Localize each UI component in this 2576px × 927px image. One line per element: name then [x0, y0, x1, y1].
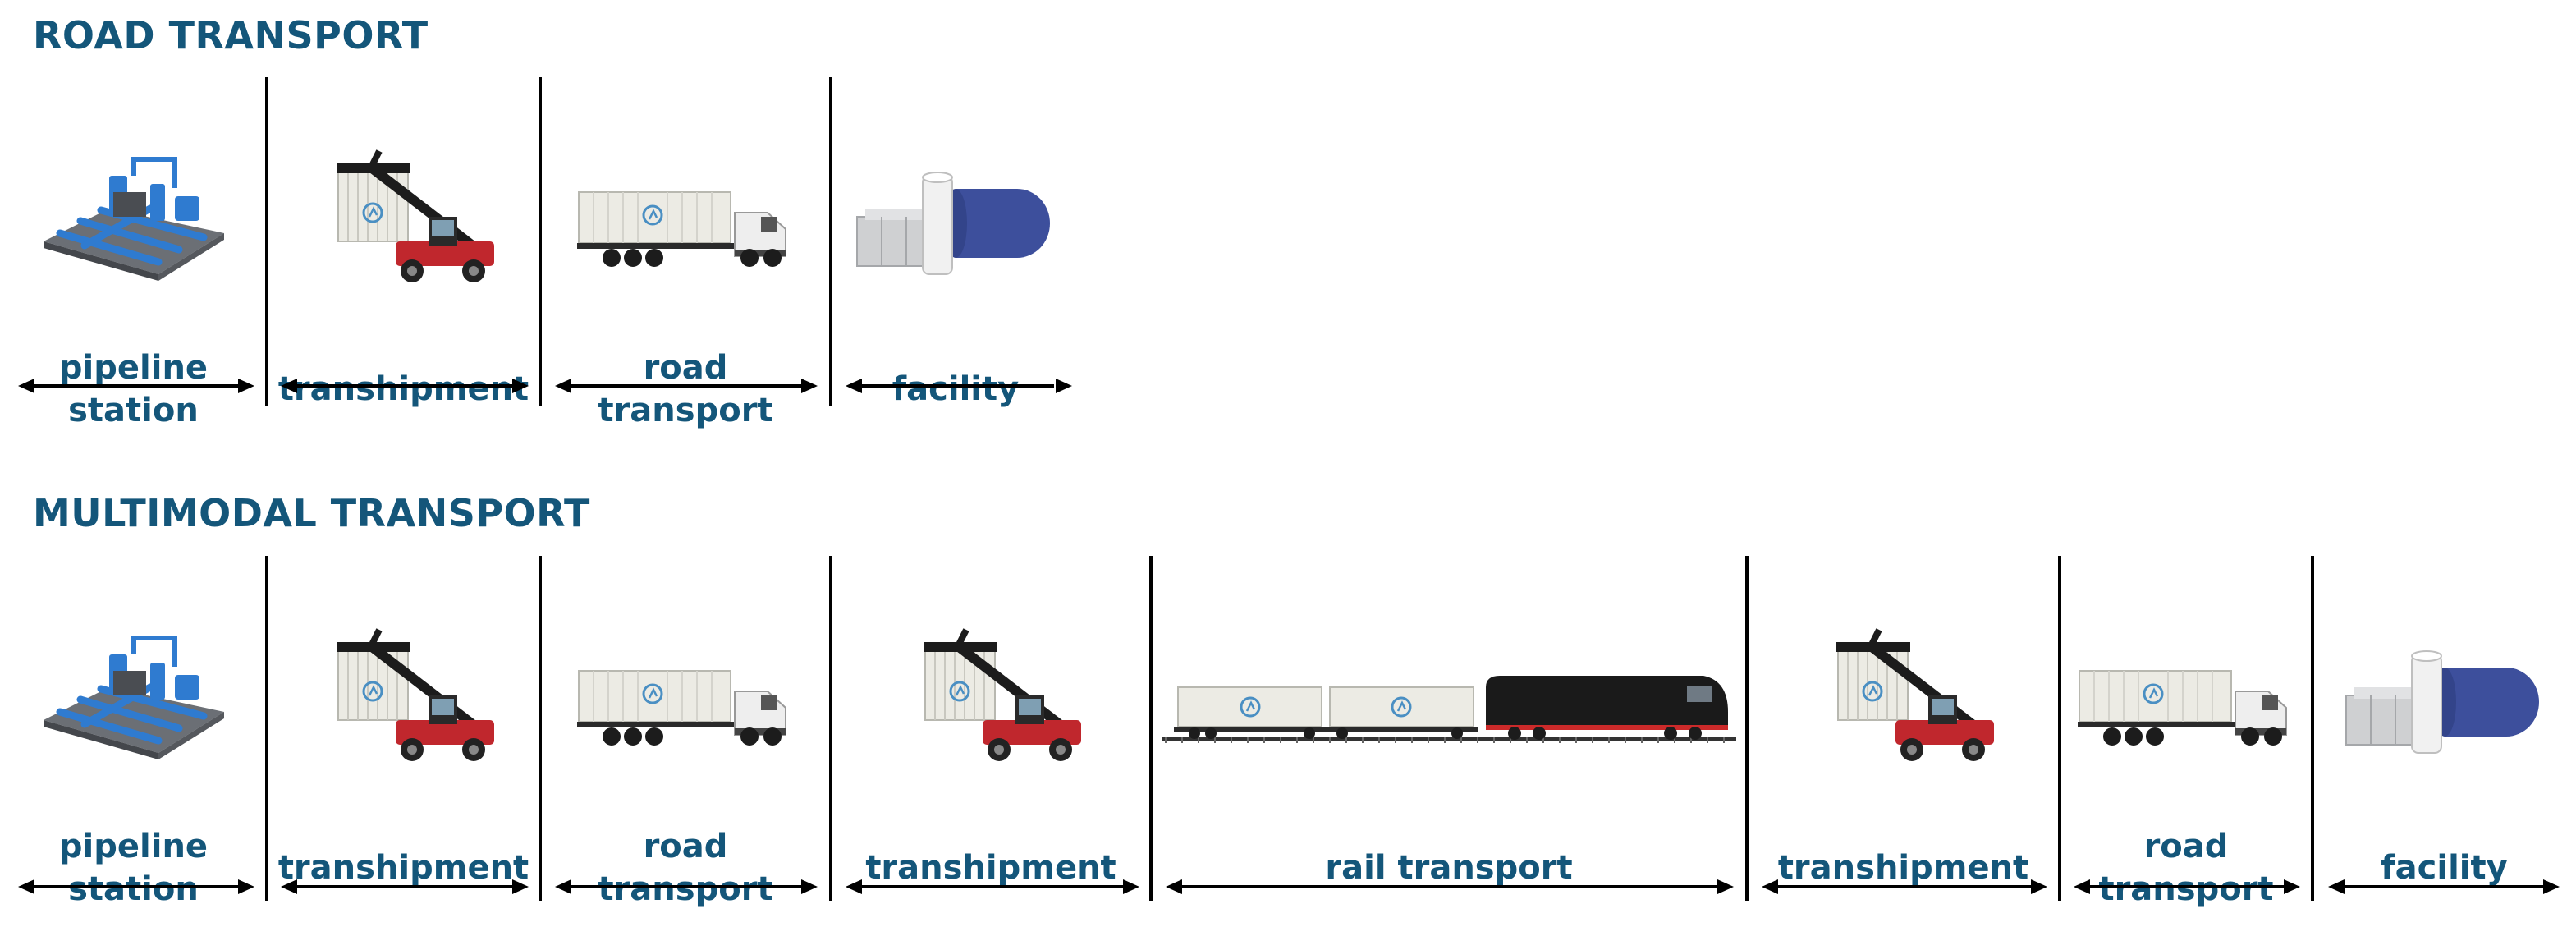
pipeline-station-icon: [0, 126, 267, 291]
step-label: road transport: [2098, 828, 2274, 908]
storage-facility-icon-graphic: [2345, 650, 2539, 754]
container-truck-icon-graphic: [577, 670, 786, 746]
step-label: pipeline station: [58, 349, 209, 429]
container-truck-icon: [540, 126, 831, 291]
pipeline-station-icon: [0, 605, 267, 769]
container-truck-icon-graphic: [577, 191, 786, 267]
step-label: rail transport: [1325, 849, 1573, 887]
road-transport-chain: pipeline station transhipment: [0, 77, 2576, 429]
stage-divider: [2058, 556, 2061, 901]
stage-divider: [265, 77, 268, 406]
step-label: transhipment: [865, 849, 1116, 887]
multimodal-transport-chain: pipeline station transhipment: [0, 556, 2576, 908]
reach-stacker-icon: [267, 126, 540, 291]
step-label: pipeline station: [58, 828, 209, 908]
storage-facility-icon-graphic: [856, 172, 1050, 275]
stage-divider: [829, 77, 832, 406]
container-train-icon-graphic: [1162, 676, 1736, 743]
reach-stacker-icon: [831, 605, 1151, 769]
reach-stacker-icon-graphic: [924, 628, 1081, 761]
step-label: facility: [2381, 849, 2508, 887]
reach-stacker-icon-graphic: [336, 628, 494, 761]
pipeline-station-icon-graphic: [43, 157, 224, 281]
step-label: road transport: [598, 828, 773, 908]
road-transport-timeline: [18, 379, 1072, 393]
road-transport-title: ROAD TRANSPORT: [33, 13, 429, 57]
container-truck-icon: [2060, 605, 2312, 769]
reach-stacker-icon: [1747, 605, 2060, 769]
stage-divider: [1149, 556, 1153, 901]
step-label: transhipment: [1777, 849, 2029, 887]
step-label: road transport: [598, 349, 773, 429]
multimodal-transport-title: MULTIMODAL TRANSPORT: [33, 491, 590, 535]
container-truck-icon-graphic: [2078, 670, 2287, 746]
reach-stacker-icon: [267, 605, 540, 769]
reach-stacker-icon-graphic: [1836, 628, 1994, 761]
stage-divider: [2311, 556, 2314, 901]
step-label: transhipment: [277, 370, 529, 408]
stage-divider: [539, 556, 542, 901]
reach-stacker-icon-graphic: [336, 149, 494, 282]
storage-facility-icon: [2312, 605, 2576, 769]
container-truck-icon: [540, 605, 831, 769]
container-train-icon: [1151, 605, 1747, 769]
stage-divider: [1745, 556, 1749, 901]
stage-divider: [539, 77, 542, 406]
step-label: transhipment: [277, 849, 529, 887]
step-label: facility: [892, 370, 1020, 408]
stage-divider: [265, 556, 268, 901]
stage-divider: [829, 556, 832, 901]
pipeline-station-icon-graphic: [43, 636, 224, 759]
multimodal-transport-timeline: [18, 879, 2560, 894]
storage-facility-icon: [831, 126, 1080, 291]
